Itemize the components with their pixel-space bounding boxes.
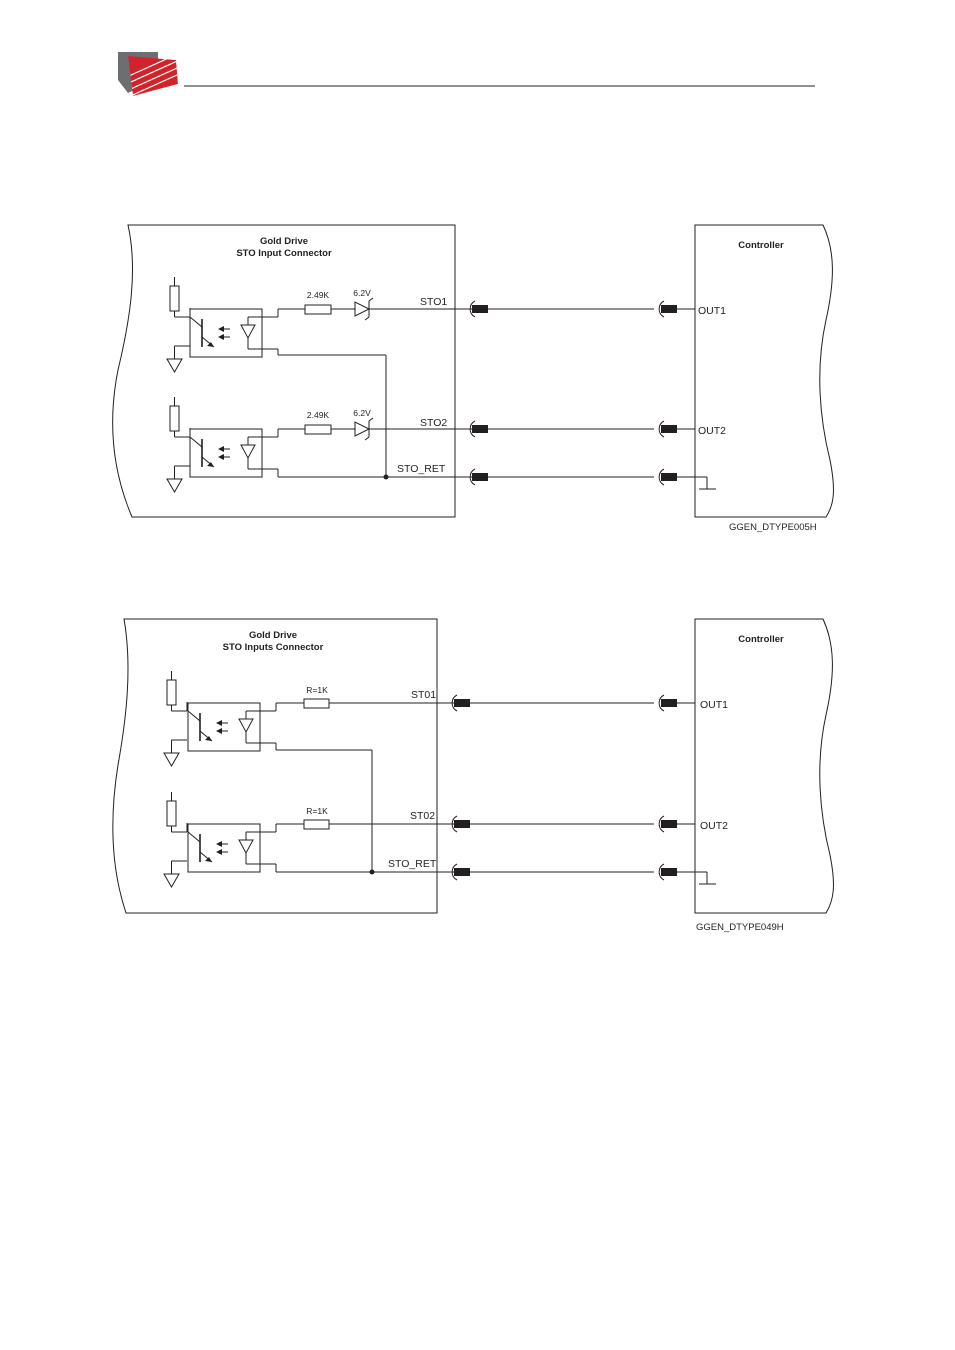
controller-connector-out2 <box>659 421 677 437</box>
resistor-2 <box>304 820 329 829</box>
controller-enclosure <box>695 225 833 517</box>
controller-title: Controller <box>738 240 784 251</box>
drive-title-line1: Gold Drive <box>260 236 308 247</box>
resistor-2-label: R=1K <box>306 806 328 816</box>
optocoupler-2 <box>188 824 260 872</box>
controller-connector-ground <box>659 469 677 485</box>
output-out1-label: OUT1 <box>698 305 726 317</box>
output-out1-label: OUT1 <box>700 699 728 711</box>
signal-sto-ret-label: STO_RET <box>388 858 437 870</box>
resistor-2-label: 2.49K <box>307 410 330 420</box>
output-out2-label: OUT2 <box>700 820 728 832</box>
controller-title: Controller <box>738 634 784 645</box>
controller-connector-ground <box>659 864 677 880</box>
drive-title-line2: STO Inputs Connector <box>223 642 324 653</box>
zener-2-label: 6.2V <box>353 408 371 418</box>
resistor-1 <box>304 699 329 708</box>
signal-sto-ret-label: STO_RET <box>397 463 446 475</box>
drive-connector-st02 <box>452 816 470 832</box>
junction-dot <box>384 475 389 480</box>
drive-connector-st01 <box>452 695 470 711</box>
resistor-1-label: R=1K <box>306 685 328 695</box>
controller-connector-out1 <box>659 695 677 711</box>
figure-reference: GGEN_DTYPE049H <box>696 922 784 933</box>
zener-1-label: 6.2V <box>353 288 371 298</box>
optocoupler-1 <box>190 309 262 357</box>
company-logo <box>118 52 188 98</box>
resistor-1 <box>305 305 331 314</box>
optocoupler-2 <box>190 429 262 477</box>
controller-connector-out2 <box>659 816 677 832</box>
drive-title-line2: STO Input Connector <box>236 248 332 259</box>
signal-st01-label: ST01 <box>411 689 436 701</box>
optocoupler-1 <box>188 703 260 751</box>
signal-sto2-label: STO2 <box>420 417 447 429</box>
diagram-sto-inputs-connector: Gold Drive STO Inputs Connector Controll… <box>113 619 834 933</box>
drive-connector-sto-ret <box>470 469 488 485</box>
drive-connector-sto2 <box>470 421 488 437</box>
figure-reference: GGEN_DTYPE005H <box>729 522 817 533</box>
drive-connector-sto1 <box>470 301 488 317</box>
pullup-resistor-2 <box>164 792 187 887</box>
controller-enclosure <box>695 619 833 913</box>
pullup-resistor-1 <box>167 277 190 372</box>
resistor-2 <box>305 425 331 434</box>
resistor-1-label: 2.49K <box>307 290 330 300</box>
junction-dot <box>370 870 375 875</box>
diagram-sto-input-connector: Gold Drive STO Input Connector Controlle… <box>113 225 834 533</box>
signal-st02-label: ST02 <box>410 810 435 822</box>
controller-connector-out1 <box>659 301 677 317</box>
drive-connector-sto-ret <box>452 864 470 880</box>
signal-sto1-label: STO1 <box>420 296 447 308</box>
pullup-resistor-2 <box>167 397 190 492</box>
drive-title-line1: Gold Drive <box>249 630 297 641</box>
pullup-resistor-1 <box>164 671 187 766</box>
output-out2-label: OUT2 <box>698 425 726 437</box>
